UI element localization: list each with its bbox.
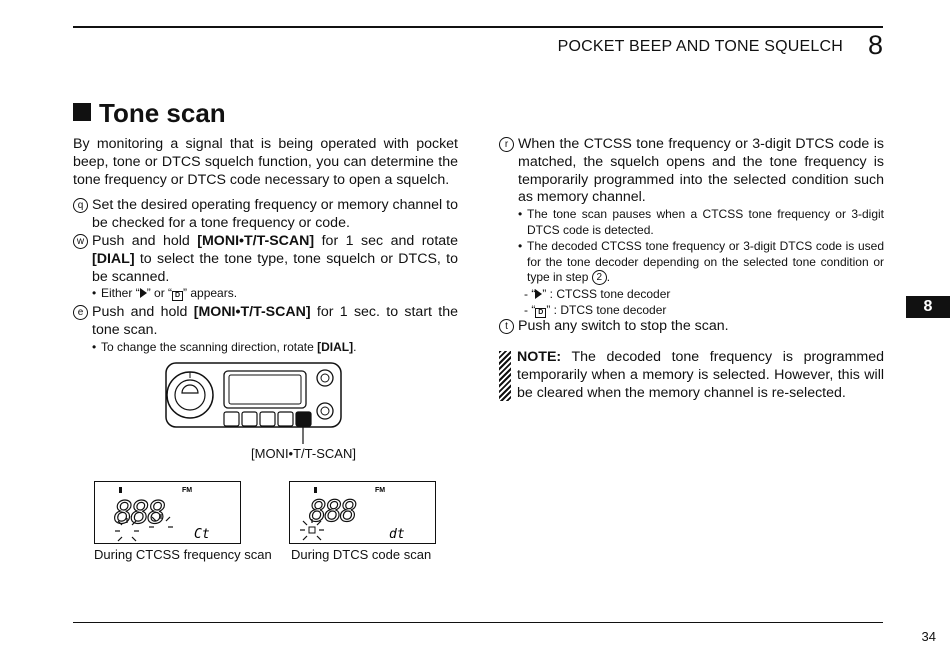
note-label: NOTE:: [517, 349, 562, 365]
battery-icon: [314, 487, 317, 493]
panel-key: [259, 411, 276, 427]
key-callout-label: [MONI•T/T-SCAN]: [251, 446, 356, 461]
lcd-digits: 888: [309, 494, 356, 528]
page-number: 34: [921, 629, 936, 644]
key-label: [MONI•T/T-SCAN]: [193, 304, 311, 321]
intro-paragraph: By monitoring a signal that is being ope…: [73, 136, 458, 188]
lcd-dtcs-scan: FM 888 dt: [289, 481, 436, 544]
section-title: Tone scan: [73, 98, 226, 129]
dtcs-d-icon: [308, 526, 316, 534]
play-triangle-icon: [535, 289, 543, 300]
chapter-number: 8: [867, 30, 883, 60]
blink-icon: [149, 514, 173, 528]
panel-key: [223, 411, 240, 427]
lcd-ctcss-scan: FM 888 Ct: [94, 481, 241, 544]
decoder-item-ctcss: - “” : CTCSS tone decoder: [524, 287, 671, 302]
blink-icon: [115, 518, 139, 542]
fm-indicator: FM: [375, 487, 385, 494]
step-2-note: •Either “” or “D” appears.: [92, 286, 238, 302]
right-column: r When the CTCSS tone frequency or 3-dig…: [499, 136, 884, 336]
step-number: w: [73, 233, 88, 251]
lcd-digits: 888: [114, 495, 165, 531]
chapter-side-tab: 8: [906, 296, 950, 318]
decoder-item-dtcs: - “D” : DTCS tone decoder: [524, 303, 667, 319]
step-ref: 2: [591, 270, 607, 286]
dtcs-d-icon: D: [172, 291, 184, 302]
tone-type-indicator: dt: [389, 527, 405, 542]
chapter-title: POCKET BEEP AND TONE SQUELCH: [557, 38, 843, 55]
moni-t-scan-key: [295, 411, 312, 427]
key-label: [DIAL]: [92, 250, 135, 267]
step-3-note: •To change the scanning direction, rotat…: [92, 339, 357, 354]
square-bullet-icon: [73, 103, 91, 121]
lcd-ctcss-caption: During CTCSS frequency scan: [94, 547, 272, 562]
step-1: q Set the desired operating frequency or…: [73, 197, 458, 233]
step-number: r: [499, 136, 514, 154]
step-4: r When the CTCSS tone frequency or 3-dig…: [499, 136, 884, 207]
step-number: e: [73, 304, 88, 322]
note-block: NOTE: The decoded tone frequency is prog…: [499, 349, 884, 402]
step-4-note-2: •The decoded CTCSS tone frequency or 3-d…: [518, 238, 884, 286]
lcd-dtcs-caption: During DTCS code scan: [291, 547, 432, 562]
step-5: t Push any switch to stop the scan.: [499, 318, 884, 336]
fm-indicator: FM: [182, 487, 192, 494]
radio-front-panel-illustration: [165, 362, 342, 444]
battery-icon: [119, 487, 122, 493]
panel-key: [277, 411, 294, 427]
header-rule: [73, 26, 883, 28]
step-4-note-1: •The tone scan pauses when a CTCSS tone …: [518, 207, 884, 237]
step-2: w Push and hold [MONI•T/T-SCAN] for 1 se…: [73, 233, 458, 286]
step-number: q: [73, 197, 88, 215]
step-number: t: [499, 318, 514, 336]
step-3: e Push and hold [MONI•T/T-SCAN] for 1 se…: [73, 304, 458, 340]
blink-icon: [300, 519, 324, 541]
note-hatch-icon: [499, 351, 511, 401]
tone-type-indicator: Ct: [194, 527, 210, 542]
play-triangle-icon: [139, 288, 147, 299]
dtcs-d-icon: D: [535, 308, 547, 319]
panel-key: [241, 411, 258, 427]
key-label: [MONI•T/T-SCAN]: [197, 232, 315, 249]
footer-rule: [73, 622, 883, 623]
left-column: By monitoring a signal that is being ope…: [73, 136, 458, 356]
